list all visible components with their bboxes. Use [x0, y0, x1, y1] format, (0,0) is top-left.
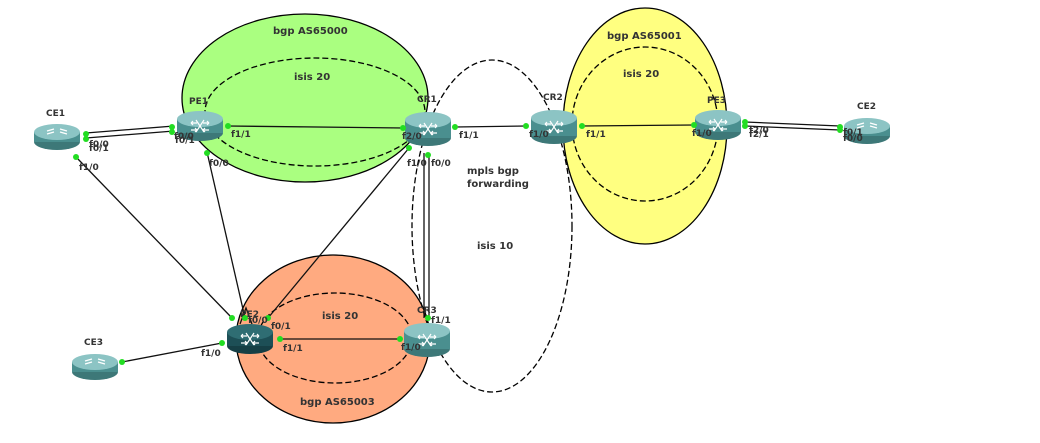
link-pe3-ce2-b[interactable] [744, 125, 841, 131]
isis-10-label: isis 10 [477, 241, 513, 252]
cr2-label: CR2 [543, 93, 563, 103]
if-label-ce2-f01: f0/1 [843, 128, 863, 138]
port-dot [219, 340, 225, 346]
if-label-pe2-f10: f1/0 [201, 349, 221, 359]
if-label-cr1-f10: f1/0 [407, 159, 427, 169]
if-label-pe1-f01: f0/1 [175, 136, 195, 146]
port-dot [406, 145, 412, 151]
ce3-router[interactable] [72, 354, 118, 380]
port-dot [579, 123, 585, 129]
if-label-pe3-f20: f2/0 [749, 126, 769, 136]
pe2-label: PE2 [240, 310, 259, 320]
cr1-switch-router[interactable] [405, 112, 451, 146]
bgp-as65001-label: bgp AS65001 [607, 31, 682, 42]
port-dot [169, 129, 175, 135]
cr2-switch-router[interactable] [531, 110, 577, 144]
port-dot [265, 315, 271, 321]
link-ce1-pe2[interactable] [75, 156, 233, 319]
cr3-switch-router[interactable] [404, 323, 450, 357]
if-label-pe1-f11: f1/1 [231, 130, 251, 140]
if-label-cr2-f11: f1/1 [586, 130, 606, 140]
mpls-label-line1: mpls bgp [467, 166, 519, 177]
links [75, 121, 841, 363]
if-label-cr2-f10: f1/0 [529, 130, 549, 140]
link-pe2-loop[interactable] [239, 306, 253, 325]
pe1-switch-router[interactable] [177, 111, 223, 141]
if-label-pe2-f01: f0/1 [271, 322, 291, 332]
port-dot [119, 359, 125, 365]
port-dot [83, 131, 89, 137]
if-label-ce1-f10: f1/0 [79, 163, 99, 173]
mpls-label-line2: forwarding [467, 179, 529, 190]
cr3-label: CR3 [417, 306, 437, 316]
if-label-pe1-f00b: f0/0 [209, 159, 229, 169]
if-label-pe3-f10: f1/0 [692, 129, 712, 139]
port-dot [452, 124, 458, 130]
ce2-label: CE2 [857, 102, 876, 112]
port-dot [691, 122, 697, 128]
port-dot [73, 154, 79, 160]
if-label-pe2-f00: f0/0 [248, 316, 268, 326]
pe1-label: PE1 [189, 97, 208, 107]
bgp-as65000-label: bgp AS65000 [273, 26, 348, 37]
if-label-cr1-f20: f2/0 [402, 132, 422, 142]
isis-20-label-as65000: isis 20 [294, 72, 330, 83]
link-ce1-pe1-b[interactable] [85, 130, 175, 139]
if-label-cr3-f11: f1/1 [431, 316, 451, 326]
if-label-pe1-f00a: f0/0 [174, 132, 194, 142]
ce1-router[interactable] [34, 124, 80, 150]
link-pe1-cr1[interactable] [227, 125, 405, 129]
if-label-ce1-f01: f0/1 [89, 144, 109, 154]
if-label-ce1-f00: f0/0 [89, 140, 109, 150]
bgp-as65003-label: bgp AS65003 [300, 397, 375, 408]
port-dot [742, 123, 748, 129]
link-pe1-pe2[interactable] [206, 151, 246, 319]
link-cr1-cr2[interactable] [454, 125, 527, 128]
port-dot [400, 125, 406, 131]
port-dot [837, 127, 843, 133]
port-dot [83, 136, 89, 142]
link-cr2-pe3[interactable] [581, 124, 695, 127]
if-label-ce2-f00: f0/0 [843, 134, 863, 144]
port-dot [242, 315, 248, 321]
isis-20-label-as65003: isis 20 [322, 311, 358, 322]
port-dot [169, 124, 175, 130]
bgp-as65000-zone [181, 13, 429, 183]
if-label-cr1-f11: f1/1 [459, 131, 479, 141]
link-cr1-pe2[interactable] [267, 147, 410, 319]
port-dot [229, 315, 235, 321]
port-dot [425, 315, 431, 321]
if-label-cr3-f10: f1/0 [401, 343, 421, 353]
isis-20-label-as65001: isis 20 [623, 69, 659, 80]
pe3-label: PE3 [707, 96, 726, 106]
ce3-label: CE3 [84, 338, 103, 348]
port-dot [277, 336, 283, 342]
if-label-cr1-f00: f0/0 [431, 159, 451, 169]
if-label-pe3-f21: f2/1 [749, 130, 769, 140]
port-dot [425, 152, 431, 158]
port-dot [204, 150, 210, 156]
link-ce3-pe2[interactable] [121, 342, 223, 363]
if-label-pe2-f11: f1/1 [283, 344, 303, 354]
ce1-label: CE1 [46, 109, 65, 119]
isis-10-zone [411, 59, 573, 393]
link-pe3-ce2-a[interactable] [744, 121, 841, 127]
port-dot [523, 123, 529, 129]
ce2-router[interactable] [844, 118, 890, 144]
link-ce1-pe1-a[interactable] [85, 125, 175, 134]
cr1-label: CR1 [417, 95, 437, 105]
port-dot [225, 123, 231, 129]
pe2-switch-router[interactable] [227, 324, 273, 354]
port-dot [397, 336, 403, 342]
pe3-switch-router[interactable] [695, 110, 741, 140]
port-dots [73, 119, 843, 365]
